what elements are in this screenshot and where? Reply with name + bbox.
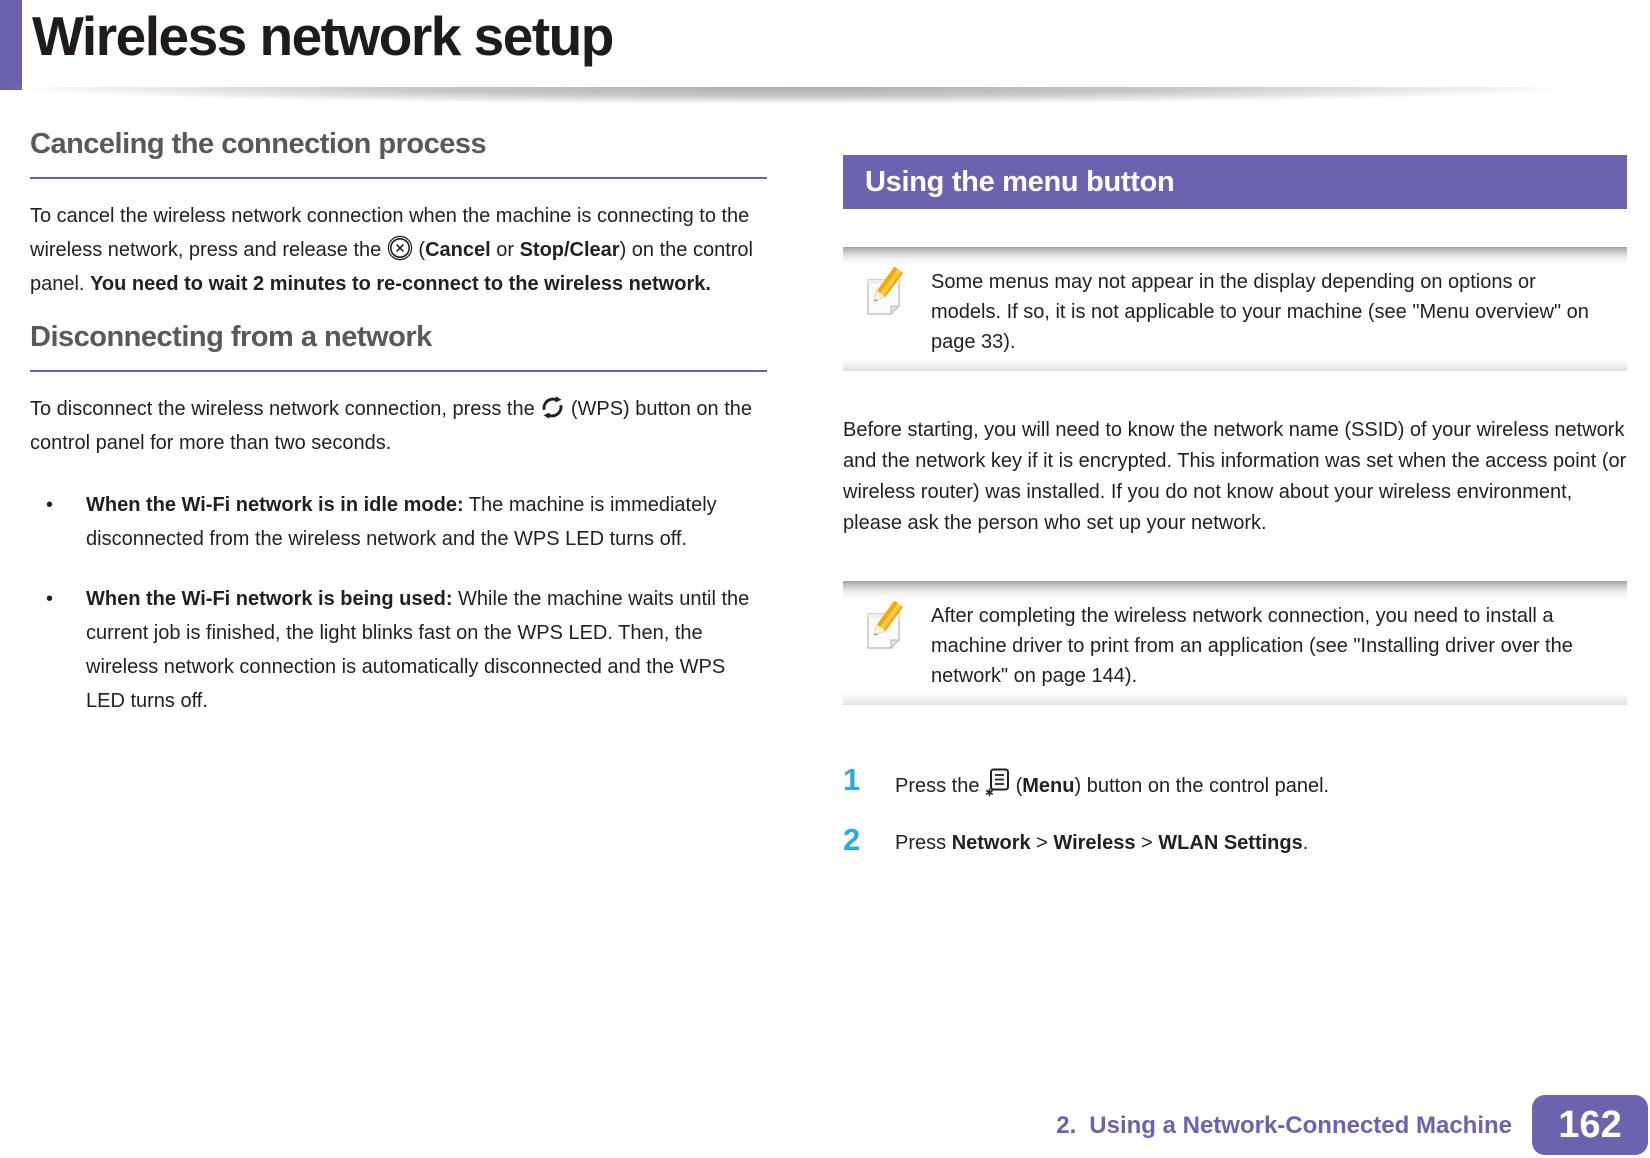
bullet-rest-text: The machine is immediately disconnected … <box>86 494 717 550</box>
bold-wireless-label: Wireless <box>1053 832 1136 854</box>
step-row: 2 Press Network > Wireless > WLAN Settin… <box>843 822 1627 858</box>
text-run: ( <box>412 239 426 261</box>
note-text: Some menus may not appear in the display… <box>931 271 1589 353</box>
text-run: ( <box>1010 775 1023 797</box>
section-heading-disconnecting: Disconnecting from a network <box>30 321 767 372</box>
wps-icon <box>540 395 565 420</box>
step-list: 1 Press the (Menu) button on the control… <box>843 762 1627 858</box>
title-accent-bar <box>0 0 22 90</box>
footer-chapter-title: Using a Network-Connected Machine <box>1089 1112 1512 1139</box>
step-row: 1 Press the (Menu) button on the control… <box>843 762 1627 801</box>
right-column: Using the menu button Some menus may not… <box>843 155 1627 882</box>
text-run: Press the <box>895 775 986 797</box>
bullet-rest-text: While the machine waits until the curren… <box>86 588 750 712</box>
bold-network-label: Network <box>951 832 1031 854</box>
wifi-mode-bullet-list: When the Wi-Fi network is in idle mode: … <box>30 488 767 718</box>
step-number: 1 <box>843 762 861 797</box>
text-run: . <box>1302 832 1309 854</box>
text-run: (WPS) button on the control panel for mo… <box>30 398 753 454</box>
note-box: Some menus may not appear in the display… <box>843 247 1627 371</box>
text-run: or <box>490 239 520 261</box>
cancel-icon <box>387 235 413 261</box>
left-column: Canceling the connection process To canc… <box>30 128 767 744</box>
canceling-paragraph: To cancel the wireless network connectio… <box>30 199 767 301</box>
note-pencil-icon <box>861 263 907 322</box>
text-run: > <box>1030 832 1054 854</box>
text-run: ) on the control panel. <box>30 239 754 295</box>
bold-stopclear-label: Stop/Clear <box>519 239 620 261</box>
list-item: When the Wi-Fi network is being used: Wh… <box>30 582 767 718</box>
note-pencil-icon <box>861 597 907 656</box>
bold-cancel-label: Cancel <box>425 239 491 261</box>
bullet-bold-lead: When the Wi-Fi network is in idle mode: <box>86 494 464 516</box>
step-text: Press Network > Wireless > WLAN Settings… <box>895 825 1308 858</box>
text-run: To cancel the wireless network connectio… <box>30 205 750 261</box>
bold-wlan-settings-label: WLAN Settings <box>1158 832 1303 854</box>
footer-chapter-number: 2. <box>1056 1112 1077 1139</box>
page-title: Wireless network setup <box>32 5 614 67</box>
list-item: When the Wi-Fi network is in idle mode: … <box>30 488 767 556</box>
menu-icon <box>985 768 1010 797</box>
text-run: To disconnect the wireless network conne… <box>30 398 541 420</box>
section-heading-canceling: Canceling the connection process <box>30 128 767 179</box>
note-box: After completing the wireless network co… <box>843 581 1627 705</box>
title-divider <box>0 87 1650 104</box>
bullet-bold-lead: When the Wi-Fi network is being used: <box>86 588 453 610</box>
disconnecting-paragraph: To disconnect the wireless network conne… <box>30 392 767 460</box>
bold-menu-label: Menu <box>1022 775 1075 797</box>
step-number: 2 <box>843 822 861 857</box>
text-run: Press <box>895 832 952 854</box>
note-text: After completing the wireless network co… <box>931 605 1573 687</box>
text-run: ) button on the control panel. <box>1074 775 1330 797</box>
section-banner-using-menu-button: Using the menu button <box>843 155 1627 209</box>
footer-page-badge: 162 <box>1532 1095 1648 1155</box>
text-run: > <box>1135 832 1159 854</box>
footer-chapter: 2. Using a Network-Connected Machine <box>1056 1112 1512 1140</box>
bold-wait-warning: You need to wait 2 minutes to re-connect… <box>90 273 711 295</box>
ssid-intro-paragraph: Before starting, you will need to know t… <box>843 419 1627 534</box>
step-text: Press the (Menu) button on the control p… <box>895 765 1329 801</box>
